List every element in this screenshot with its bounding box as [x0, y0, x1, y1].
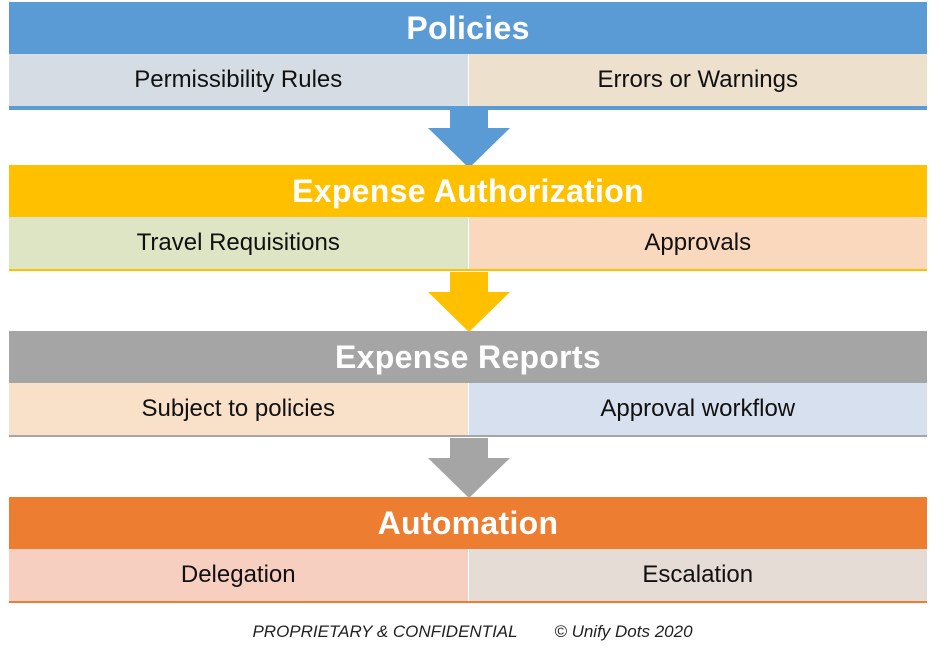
down-arrow-icon [428, 438, 510, 498]
confidential-notice: PROPRIETARY & CONFIDENTIAL [252, 622, 518, 641]
section-policies: Policies Permissibility Rules Errors or … [9, 2, 927, 110]
down-arrow-icon [428, 272, 510, 332]
item-cell: Permissibility Rules [9, 54, 469, 106]
section-row: Delegation Escalation [9, 549, 927, 601]
section-expense-authorization: Expense Authorization Travel Requisition… [9, 165, 927, 271]
section-row: Subject to policies Approval workflow [9, 383, 927, 435]
section-expense-reports: Expense Reports Subject to policies Appr… [9, 331, 927, 437]
item-cell: Errors or Warnings [468, 54, 927, 106]
section-header: Policies [9, 2, 927, 54]
item-cell: Subject to policies [9, 383, 469, 435]
item-cell: Escalation [468, 549, 927, 601]
item-cell: Approvals [468, 217, 927, 269]
section-header: Expense Reports [9, 331, 927, 383]
section-underline [9, 269, 927, 271]
down-arrow-icon [428, 108, 510, 168]
section-underline [9, 601, 927, 603]
section-header: Expense Authorization [9, 165, 927, 217]
item-cell: Travel Requisitions [9, 217, 469, 269]
copyright-notice: © Unify Dots 2020 [554, 622, 693, 641]
section-row: Travel Requisitions Approvals [9, 217, 927, 269]
section-header: Automation [9, 497, 927, 549]
section-row: Permissibility Rules Errors or Warnings [9, 54, 927, 106]
item-cell: Delegation [9, 549, 469, 601]
footer: PROPRIETARY & CONFIDENTIAL © Unify Dots … [0, 622, 945, 642]
item-cell: Approval workflow [468, 383, 927, 435]
section-automation: Automation Delegation Escalation [9, 497, 927, 603]
section-underline [9, 435, 927, 437]
